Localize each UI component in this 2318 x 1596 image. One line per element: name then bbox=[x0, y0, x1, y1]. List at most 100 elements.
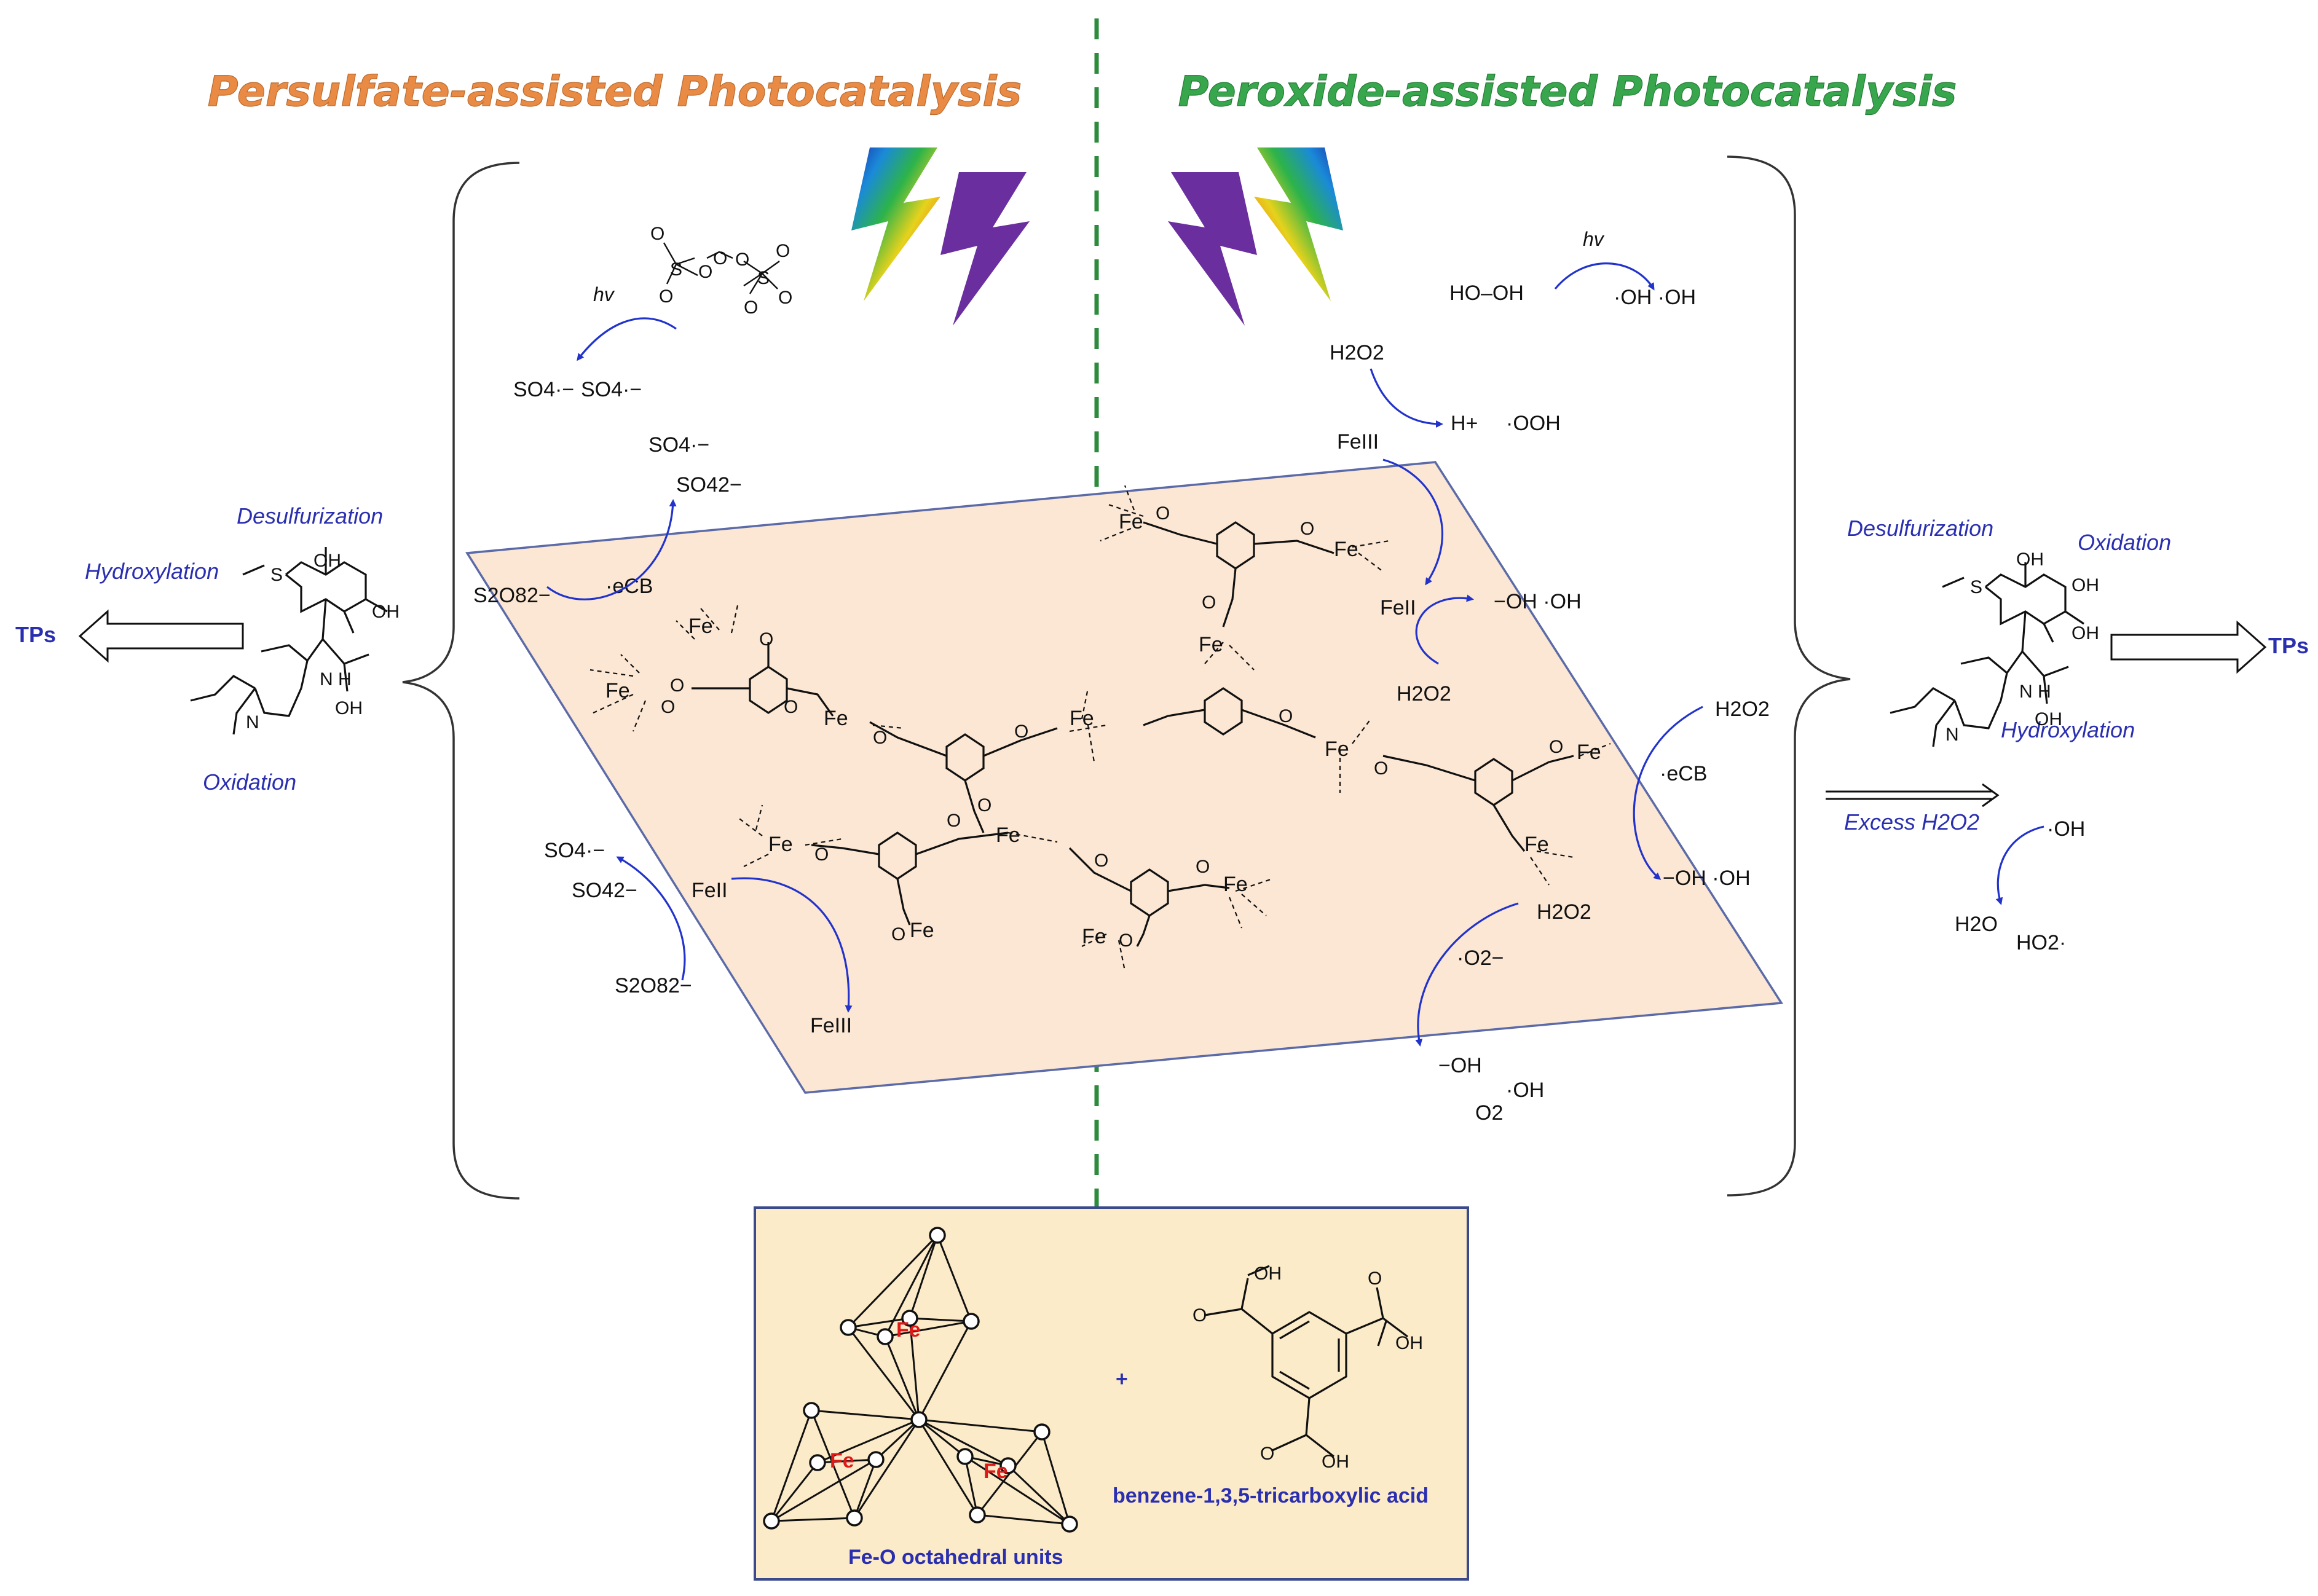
photolysis-arrow-left bbox=[577, 317, 677, 361]
svg-text:O: O bbox=[977, 795, 991, 816]
tps-label-right: TPs bbox=[2268, 633, 2309, 658]
svg-text:O: O bbox=[735, 250, 749, 270]
svg-text:Fe: Fe bbox=[1119, 510, 1143, 533]
svg-text:Fe: Fe bbox=[688, 615, 713, 638]
oxidation-label-right: Oxidation bbox=[2078, 530, 2171, 555]
fe3-label: FeIII bbox=[810, 1014, 852, 1037]
svg-text:O: O bbox=[784, 697, 798, 717]
sulfate-radical-label: SO4·− bbox=[581, 378, 642, 401]
hv-label-right: hv bbox=[1583, 228, 1605, 250]
svg-text:OH: OH bbox=[2035, 709, 2062, 729]
persulfate-ion-label: S2O82− bbox=[615, 974, 692, 997]
svg-text:Fe: Fe bbox=[896, 1318, 921, 1342]
svg-text:O: O bbox=[659, 286, 673, 307]
persulfate-ion-label: S2O82− bbox=[473, 584, 551, 607]
svg-text:Fe: Fe bbox=[1070, 707, 1094, 730]
water-label: H2O bbox=[1955, 913, 1998, 936]
svg-text:O: O bbox=[759, 629, 773, 650]
purple-lightning-icon bbox=[940, 172, 1030, 326]
svg-text:Fe: Fe bbox=[1524, 833, 1549, 856]
svg-text:S: S bbox=[270, 565, 283, 585]
svg-text:S: S bbox=[1970, 577, 1982, 597]
svg-text:Fe: Fe bbox=[768, 833, 793, 856]
svg-text:OH: OH bbox=[313, 551, 341, 571]
svg-text:N: N bbox=[1945, 725, 1959, 745]
svg-text:OH: OH bbox=[335, 698, 363, 718]
svg-text:Fe: Fe bbox=[830, 1449, 854, 1472]
svg-text:Fe: Fe bbox=[984, 1460, 1008, 1483]
fe2-label: FeII bbox=[692, 879, 728, 902]
rainbow-lightning-icon bbox=[851, 147, 940, 301]
oxidation-label-left: Oxidation bbox=[203, 769, 296, 795]
svg-text:O: O bbox=[1094, 851, 1108, 871]
svg-text:O: O bbox=[814, 844, 829, 865]
svg-text:O: O bbox=[1368, 1268, 1382, 1289]
svg-text:O: O bbox=[1260, 1444, 1274, 1464]
h-plus-label: H+ bbox=[1451, 412, 1478, 435]
electron-transfer-arrow-left bbox=[546, 499, 677, 600]
svg-text:Fe: Fe bbox=[996, 824, 1020, 847]
persulfate-activation-arrow bbox=[616, 856, 686, 981]
fe-o-caption: Fe-O octahedral units bbox=[848, 1546, 1063, 1569]
excess-arrow bbox=[1826, 783, 2000, 808]
hydroperoxyl-label: ·OOH bbox=[1506, 412, 1561, 435]
btc-caption: benzene-1,3,5-tricarboxylic acid bbox=[1113, 1484, 1429, 1508]
svg-text:S: S bbox=[757, 268, 770, 288]
svg-text:S: S bbox=[670, 259, 682, 280]
svg-text:Fe: Fe bbox=[1325, 737, 1349, 761]
h2o2-label: H2O2 bbox=[1537, 900, 1591, 924]
svg-text:O: O bbox=[1156, 503, 1170, 524]
svg-text:N H: N H bbox=[2019, 682, 2051, 702]
left-brace bbox=[402, 162, 520, 1200]
svg-text:OH: OH bbox=[1254, 1264, 1282, 1284]
h2o2-label: H2O2 bbox=[1397, 682, 1451, 706]
peroxide-header: Peroxide-assisted Photocatalysis bbox=[1178, 68, 1957, 116]
sulfate-radical-label: SO4·− bbox=[544, 839, 605, 862]
fe-o-octahedra: Fe Fe Fe bbox=[763, 1227, 1078, 1533]
hv-label-left: hv bbox=[593, 283, 615, 305]
scavenging-arrow bbox=[1995, 825, 2044, 905]
svg-text:Fe: Fe bbox=[910, 919, 934, 942]
svg-text:N: N bbox=[246, 712, 259, 733]
svg-text:O: O bbox=[1374, 758, 1388, 779]
svg-text:OH: OH bbox=[2016, 549, 2044, 570]
plus-sign: + bbox=[1116, 1367, 1128, 1391]
hydroxylation-label-left: Hydroxylation bbox=[85, 559, 219, 584]
lincomycin-right-structure: S OH OH OH OH N H N bbox=[1890, 549, 2099, 747]
svg-text:O: O bbox=[1196, 857, 1210, 877]
lincomycin-left-structure: S OH OH OH N H N bbox=[190, 547, 400, 735]
btc-structure: OH O O OH O OH bbox=[1193, 1264, 1423, 1472]
building-blocks-inset bbox=[754, 1206, 1469, 1581]
superoxide-label: ·O2− bbox=[1457, 946, 1504, 970]
persulfate-molecule: O S O O O O O S O O bbox=[650, 224, 792, 318]
svg-text:O: O bbox=[873, 728, 887, 748]
svg-text:Fe: Fe bbox=[1082, 925, 1106, 948]
ecb-label-right: ·eCB bbox=[1660, 762, 1707, 785]
svg-text:Fe: Fe bbox=[1223, 873, 1248, 896]
svg-text:O: O bbox=[1549, 737, 1563, 757]
svg-text:Fe: Fe bbox=[824, 707, 848, 730]
h2o2-label: H2O2 bbox=[1715, 698, 1770, 721]
sulfate-ion-label: SO42− bbox=[572, 879, 637, 902]
svg-text:O: O bbox=[744, 297, 758, 318]
persulfate-header: Persulfate-assisted Photocatalysis bbox=[208, 68, 1022, 116]
svg-text:OH: OH bbox=[1395, 1333, 1423, 1353]
h2o2-label: H2O2 bbox=[1330, 341, 1384, 364]
excess-h2o2-label: Excess H2O2 bbox=[1844, 809, 1979, 835]
hydroxyl-label: ·OH bbox=[1506, 1079, 1544, 1102]
hydroxyl-radicals-label: ·OH ·OH bbox=[1614, 286, 1696, 309]
sulfate-radical-label: SO4·− bbox=[513, 378, 574, 401]
tps-arrow-left bbox=[78, 609, 244, 663]
svg-text:N H: N H bbox=[320, 669, 352, 690]
svg-text:O: O bbox=[776, 241, 790, 261]
svg-text:O: O bbox=[891, 924, 905, 945]
svg-text:O: O bbox=[670, 675, 684, 696]
svg-text:OH: OH bbox=[2072, 623, 2099, 643]
svg-text:Fe: Fe bbox=[1199, 633, 1223, 656]
svg-text:OH: OH bbox=[372, 602, 400, 622]
tps-arrow-right bbox=[2110, 620, 2267, 674]
mof-network: Fe Fe Fe Fe Fe Fe Fe Fe Fe Fe Fe Fe Fe F… bbox=[589, 485, 1611, 972]
photolysis-arrow-right bbox=[1554, 262, 1655, 291]
svg-text:OH: OH bbox=[1322, 1452, 1349, 1472]
